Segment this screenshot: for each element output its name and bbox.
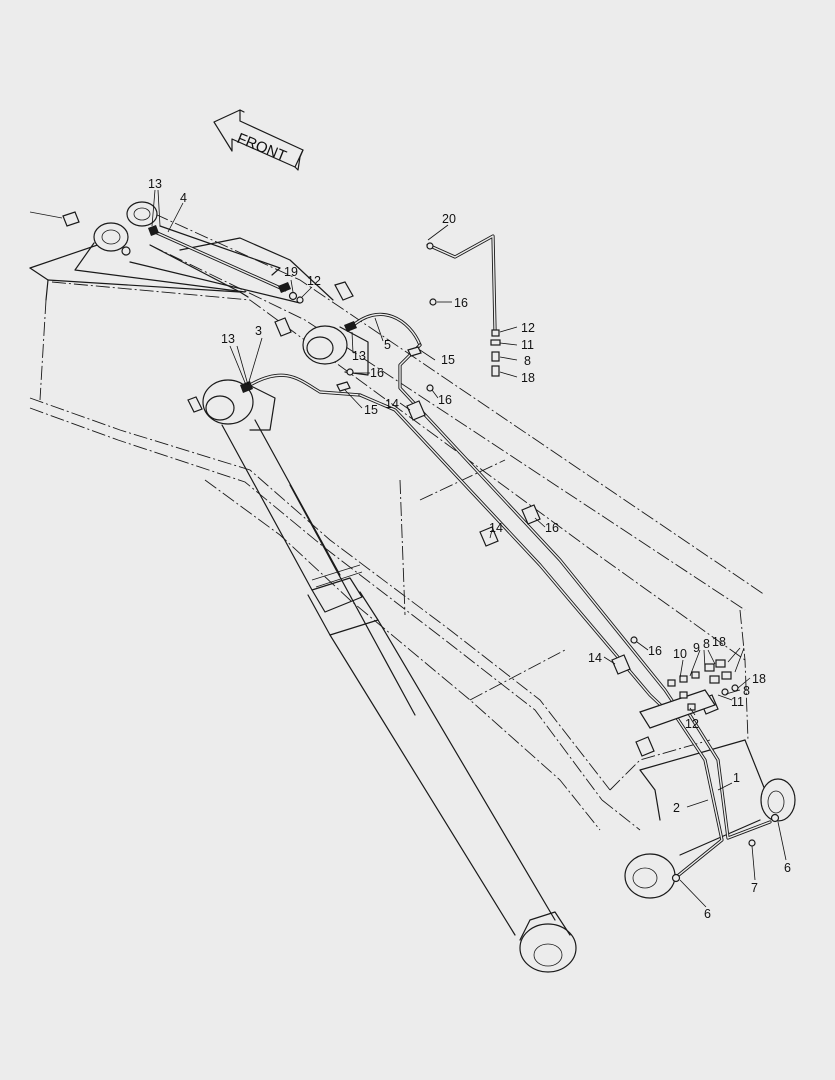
- front-label: FRONT: [235, 130, 289, 165]
- callout-14: 14: [588, 651, 602, 665]
- callout-8: 8: [743, 684, 750, 698]
- callout-3: 3: [255, 324, 262, 338]
- hydraulic-pipes: [153, 230, 772, 880]
- front-direction-arrow: FRONT: [213, 109, 304, 171]
- callout-7: 7: [751, 881, 758, 895]
- callout-16: 16: [454, 296, 468, 310]
- callout-15: 15: [441, 353, 455, 367]
- callout-12: 12: [521, 321, 535, 335]
- callout-4: 4: [180, 191, 187, 205]
- callout-13: 13: [221, 332, 235, 346]
- callout-12: 12: [685, 717, 699, 731]
- callout-6: 6: [704, 907, 711, 921]
- callout-18: 18: [712, 635, 726, 649]
- callout-10: 10: [673, 647, 687, 661]
- callout-11: 11: [521, 338, 534, 352]
- callout-15: 15: [364, 403, 378, 417]
- callout-19: 19: [284, 265, 298, 279]
- callout-18: 18: [521, 371, 535, 385]
- leader-lines: [151, 189, 787, 908]
- callout-16: 16: [648, 644, 662, 658]
- callout-16: 16: [545, 521, 559, 535]
- callout-18: 18: [752, 672, 766, 686]
- callout-12: 12: [307, 274, 321, 288]
- callout-14: 14: [385, 397, 399, 411]
- arm-pin-bosses: [624, 778, 796, 899]
- callout-6: 6: [784, 861, 791, 875]
- callout-16: 16: [438, 393, 452, 407]
- part-callouts: 13 4 19 12 20 16 12 11 8 18 3 13 5 13 15…: [148, 177, 791, 921]
- callout-1: 1: [733, 771, 740, 785]
- callout-14: 14: [489, 521, 503, 535]
- boom-outline: [29, 213, 766, 856]
- callout-8: 8: [524, 354, 531, 368]
- callout-2: 2: [673, 801, 680, 815]
- boom-foot-bosses: [29, 201, 281, 293]
- arm-cylinder: [221, 419, 577, 973]
- callout-8: 8: [703, 637, 710, 651]
- callout-11: 11: [731, 695, 744, 709]
- callout-9: 9: [693, 641, 700, 655]
- callout-13: 13: [352, 349, 366, 363]
- fittings-and-clamps: [148, 225, 780, 883]
- callout-16: 16: [370, 366, 384, 380]
- cylinder-head-bosses: [202, 325, 369, 431]
- callout-20: 20: [442, 212, 456, 226]
- callout-13: 13: [148, 177, 162, 191]
- callout-5: 5: [384, 338, 391, 352]
